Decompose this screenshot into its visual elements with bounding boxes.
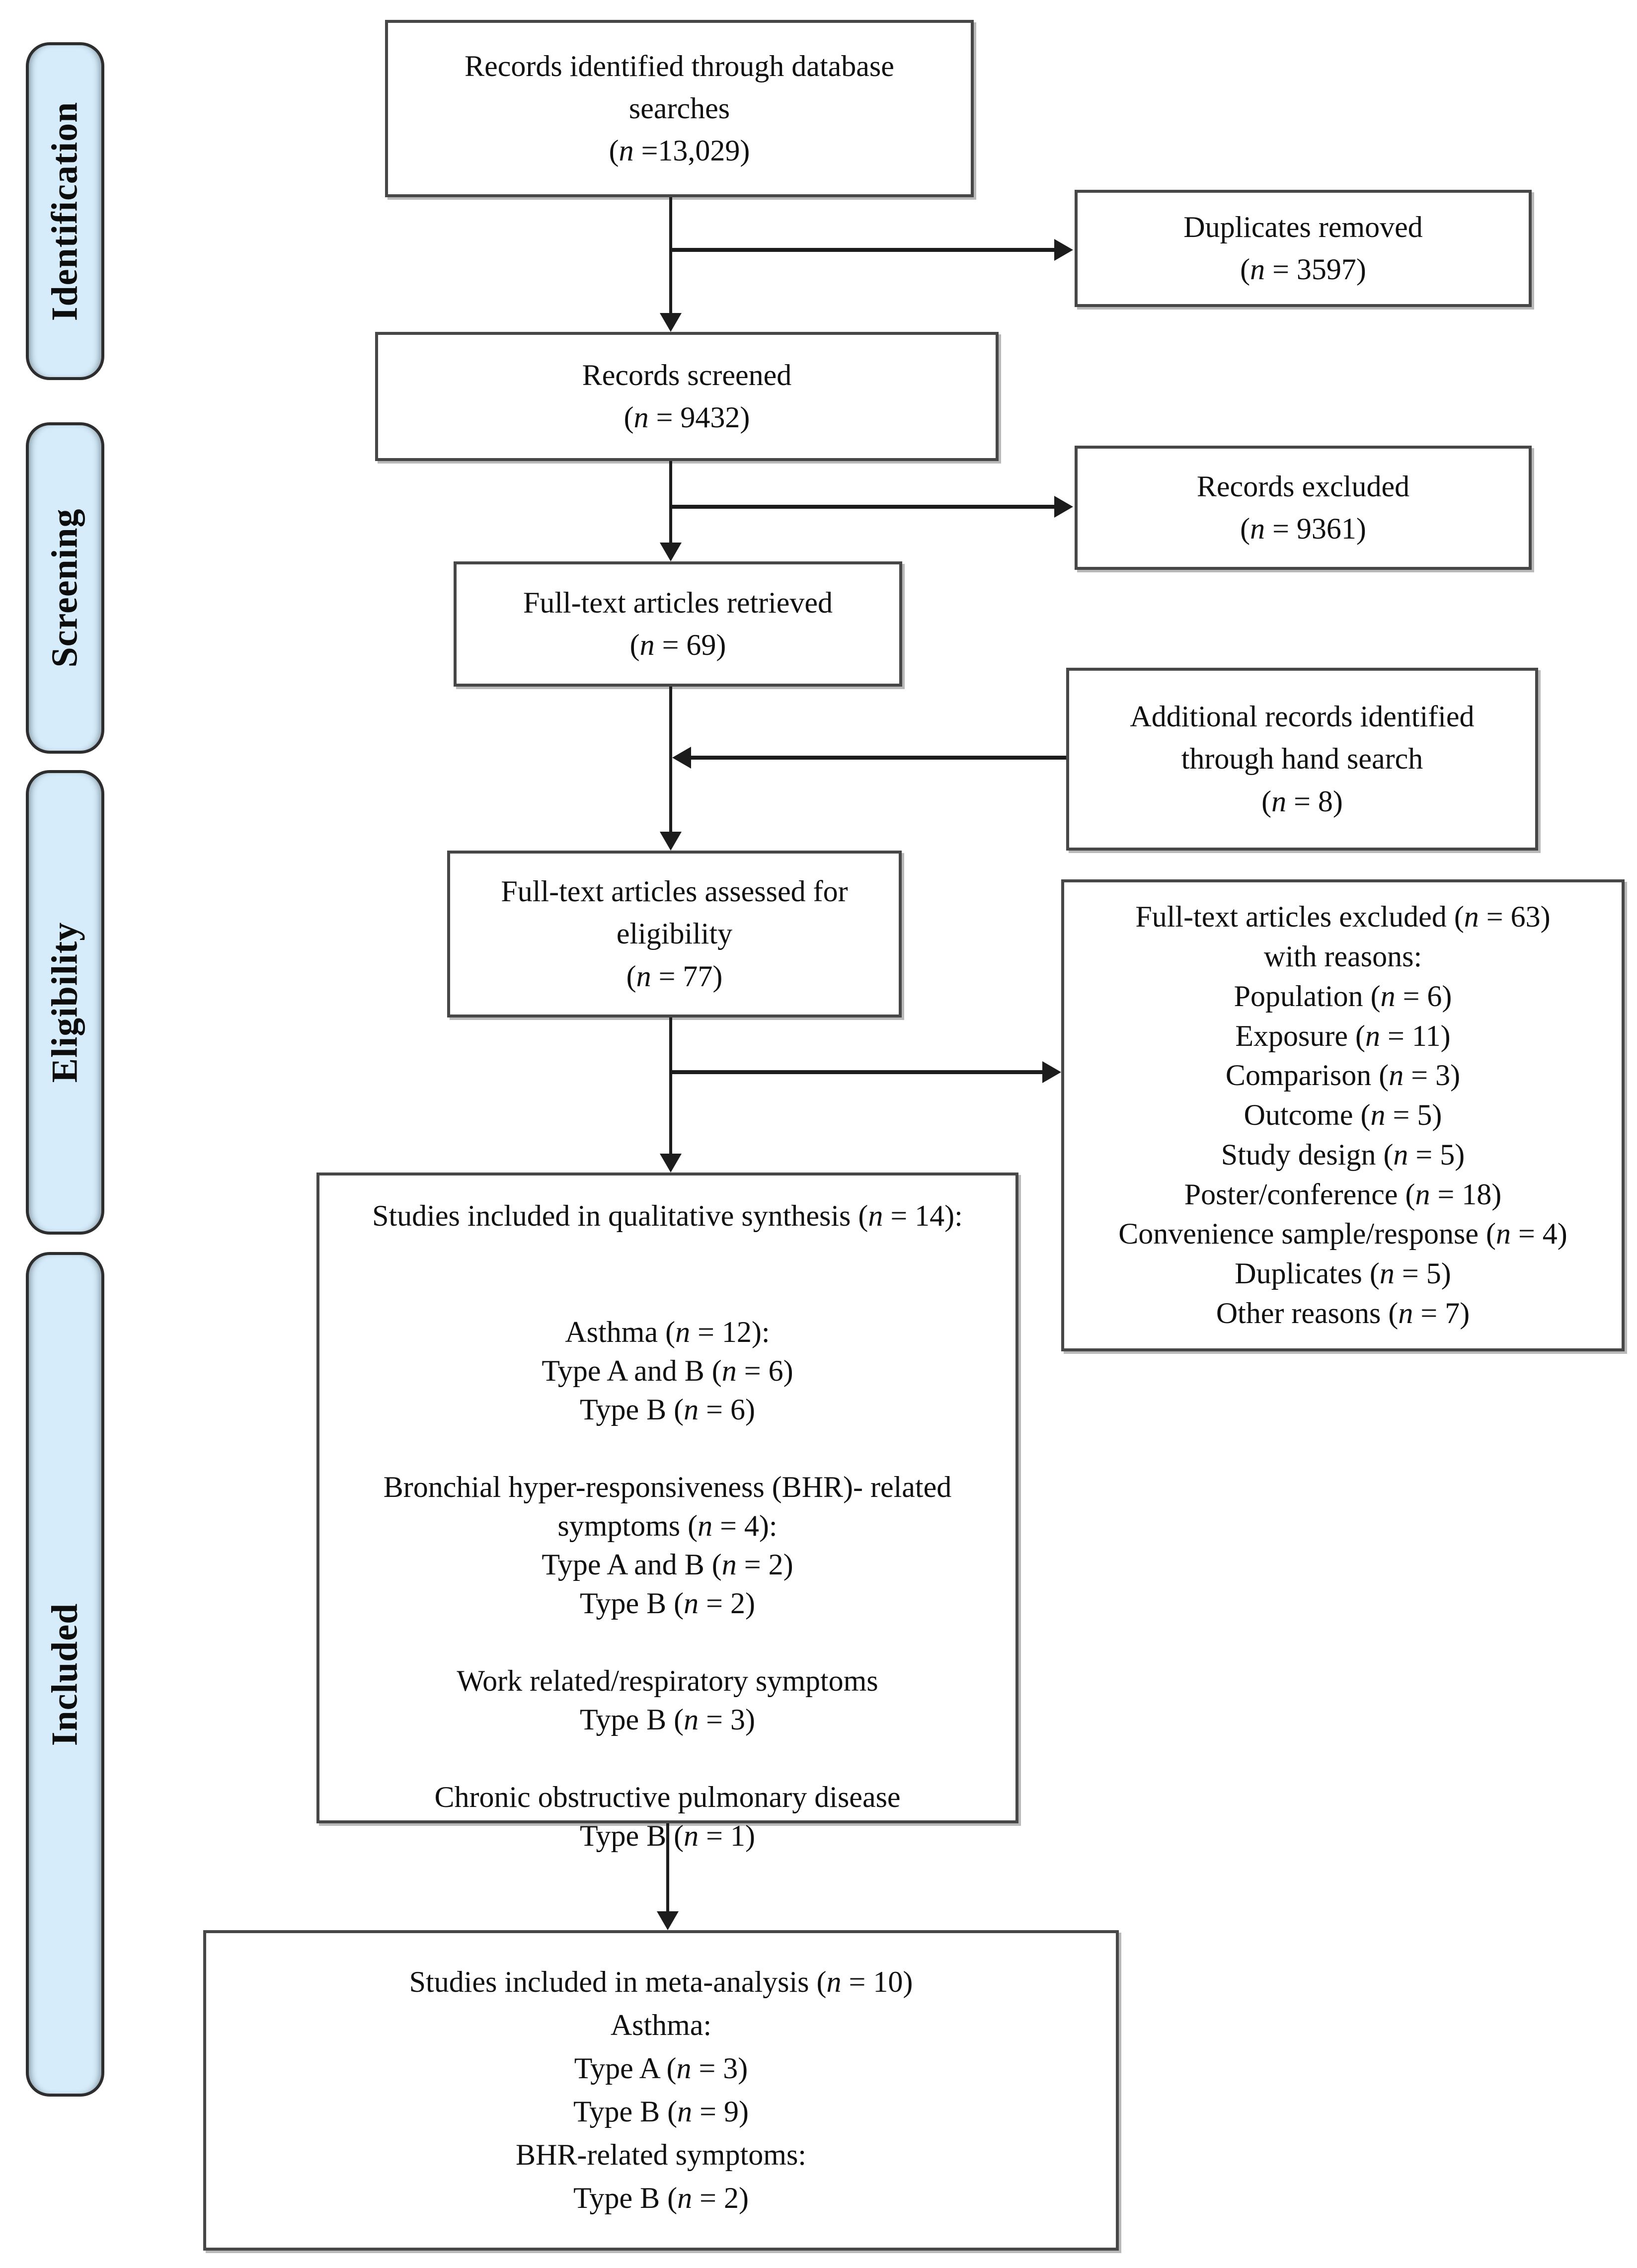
box-qualitative-synthesis: Studies included in qualitative synthesi… xyxy=(316,1173,1018,1852)
stage-label: Eligibility xyxy=(44,922,85,1083)
box-records-screened: Records screened (n = 9432) xyxy=(375,332,999,461)
arrow-to-records-excluded-line xyxy=(671,505,1054,509)
box-text: Records identified through database sear… xyxy=(465,49,894,167)
box-text: Full-text articles retrieved (n = 69) xyxy=(523,586,833,661)
box-text: Full-text articles assessed for eligibil… xyxy=(501,875,848,993)
stage-included: Included xyxy=(26,1252,104,2097)
box-fulltext-assessed: Full-text articles assessed for eligibil… xyxy=(447,851,902,1017)
arrowhead-right-icon xyxy=(1042,1061,1061,1083)
box-text: Duplicates removed (n = 3597) xyxy=(1183,210,1423,286)
box-text: Studies included in qualitative synthesi… xyxy=(372,1199,963,1852)
stage-eligibility: Eligibility xyxy=(26,770,104,1235)
stage-identification: Identification xyxy=(26,42,104,380)
box-records-identified: Records identified through database sear… xyxy=(385,20,974,197)
box-text: Studies included in meta-analysis (n = 1… xyxy=(409,1965,913,2214)
box-fulltext-excluded-reasons: Full-text articles excluded (n = 63) wit… xyxy=(1061,879,1625,1351)
box-meta-analysis: Studies included in meta-analysis (n = 1… xyxy=(203,1930,1119,2251)
arrowhead-right-icon xyxy=(1054,496,1073,518)
arrowhead-left-icon xyxy=(672,747,691,769)
arrow-identified-to-screened-line xyxy=(669,197,672,313)
stage-label: Included xyxy=(44,1603,85,1746)
arrow-qualitative-to-meta-line xyxy=(666,1823,669,1911)
arrow-screened-to-retrieved-line xyxy=(669,461,672,543)
box-additional-records-hand-search: Additional records identified through ha… xyxy=(1066,668,1538,851)
box-text: Additional records identified through ha… xyxy=(1130,700,1475,818)
box-text: Records excluded (n = 9361) xyxy=(1196,469,1410,545)
arrowhead-down-icon xyxy=(660,832,682,851)
arrowhead-right-icon xyxy=(1054,239,1073,261)
arrowhead-down-icon xyxy=(660,1154,682,1173)
arrowhead-down-icon xyxy=(657,1911,679,1930)
stage-label: Identification xyxy=(44,101,85,321)
arrow-to-duplicates-line xyxy=(671,248,1054,252)
box-records-excluded: Records excluded (n = 9361) xyxy=(1075,446,1532,570)
arrow-from-hand-search-line xyxy=(691,756,1066,760)
stage-screening: Screening xyxy=(26,422,104,754)
box-fulltext-retrieved: Full-text articles retrieved (n = 69) xyxy=(454,561,902,687)
box-duplicates-removed: Duplicates removed (n = 3597) xyxy=(1075,190,1532,307)
box-text: Records screened (n = 9432) xyxy=(582,358,792,434)
arrowhead-down-icon xyxy=(660,543,682,561)
arrow-assessed-to-qualitative-line xyxy=(669,1017,672,1154)
arrowhead-down-icon xyxy=(660,313,682,332)
arrow-to-fulltext-excluded-line xyxy=(671,1070,1042,1074)
stage-label: Screening xyxy=(44,508,85,668)
arrow-retrieved-to-assessed-line xyxy=(669,687,672,832)
box-text: Full-text articles excluded (n = 63) wit… xyxy=(1118,900,1567,1330)
